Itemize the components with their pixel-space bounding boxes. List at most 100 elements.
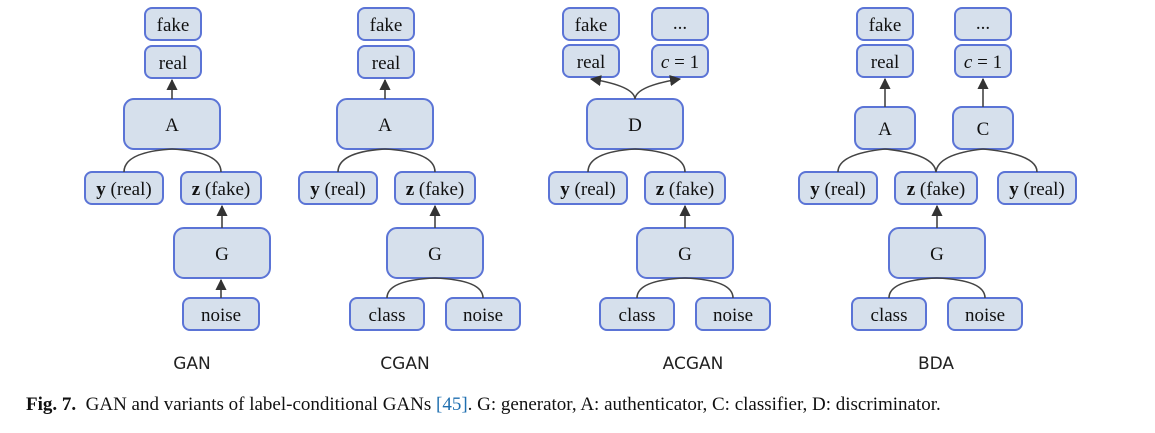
bda-title: BDA	[918, 354, 954, 374]
citation-link[interactable]: [45]	[436, 394, 468, 415]
bda-real-node: real	[856, 44, 914, 78]
bda-class-node: class	[851, 297, 927, 331]
cgan-arc-z-to-a	[384, 148, 436, 173]
gan-arc-y-to-a	[123, 148, 173, 173]
bda-arc-class-to-g	[888, 277, 938, 299]
acgan-dots-node: ...	[651, 7, 709, 41]
svg-text:noise: noise	[965, 305, 1005, 326]
bda-y-real-left-node: y (real)	[798, 171, 878, 205]
cgan-arc-class-to-g	[386, 277, 436, 299]
gan-diagram: fake real A y (real) z (fake) G noise	[84, 7, 271, 374]
cgan-arc-noise-to-g	[434, 277, 484, 299]
bda-arc-noise-to-g	[936, 277, 986, 299]
acgan-z-fake-node: z (fake)	[644, 171, 726, 205]
svg-text:noise: noise	[713, 305, 753, 326]
svg-text:y (real): y (real)	[560, 179, 615, 200]
bda-c-equals-1-node: c = 1	[954, 44, 1012, 78]
gan-arc-z-to-a	[171, 148, 222, 173]
bda-arc-y-to-a	[837, 148, 886, 173]
bda-arc-z-to-c	[935, 148, 984, 173]
bda-y-real-right-node: y (real)	[997, 171, 1077, 205]
acgan-fake-node: fake	[562, 7, 620, 41]
svg-text:C: C	[977, 119, 990, 140]
gan-authenticator-node: A	[123, 98, 221, 150]
gan-y-real-node: y (real)	[84, 171, 164, 205]
svg-text:y (real): y (real)	[810, 179, 865, 200]
bda-arc-z-to-a	[884, 148, 937, 173]
svg-text:noise: noise	[201, 305, 241, 326]
acgan-arc-noise-to-g	[684, 277, 734, 299]
acgan-y-real-node: y (real)	[548, 171, 628, 205]
svg-text:z (fake): z (fake)	[192, 179, 251, 200]
figure-number: Fig. 7.	[26, 394, 77, 415]
cgan-y-real-node: y (real)	[298, 171, 378, 205]
acgan-noise-node: noise	[695, 297, 771, 331]
bda-authenticator-node: A	[854, 106, 916, 150]
gan-real-node: real	[144, 45, 202, 79]
bda-arc-y-to-c	[982, 148, 1038, 173]
svg-text:...: ...	[976, 13, 990, 34]
svg-text:y (real): y (real)	[310, 179, 365, 200]
svg-text:real: real	[372, 53, 400, 74]
bda-z-fake-node: z (fake)	[894, 171, 978, 205]
acgan-arc-d-to-c	[634, 75, 682, 100]
svg-text:fake: fake	[869, 15, 902, 36]
svg-text:G: G	[930, 244, 944, 265]
caption-text-start: GAN and variants of label-conditional GA…	[85, 394, 436, 415]
cgan-title: CGAN	[380, 354, 429, 374]
bda-diagram: fake ... real c = 1 A C y (real) z (fak	[798, 7, 1077, 374]
acgan-real-node: real	[562, 44, 620, 78]
bda-generator-node: G	[888, 227, 986, 279]
svg-text:G: G	[428, 244, 442, 265]
acgan-title: ACGAN	[663, 354, 724, 374]
svg-text:z (fake): z (fake)	[406, 179, 465, 200]
svg-text:fake: fake	[575, 15, 608, 36]
cgan-class-node: class	[349, 297, 425, 331]
acgan-arc-y-to-d	[587, 148, 636, 173]
figure-caption: Fig. 7. GAN and variants of label-condit…	[26, 394, 1136, 416]
svg-text:class: class	[369, 305, 406, 326]
svg-text:c = 1: c = 1	[964, 52, 1002, 73]
cgan-arc-y-to-a	[337, 148, 386, 173]
svg-text:class: class	[871, 305, 908, 326]
gan-fake-node: fake	[144, 7, 202, 41]
acgan-arc-d-to-real	[589, 75, 636, 100]
cgan-fake-node: fake	[357, 7, 415, 41]
bda-dots-node: ...	[954, 7, 1012, 41]
svg-text:z (fake): z (fake)	[907, 179, 966, 200]
acgan-diagram: fake ... real c = 1 D y (real) z (fake)	[548, 7, 771, 374]
cgan-z-fake-node: z (fake)	[394, 171, 476, 205]
svg-text:z (fake): z (fake)	[656, 179, 715, 200]
cgan-noise-node: noise	[445, 297, 521, 331]
svg-text:A: A	[165, 115, 179, 136]
gan-z-fake-node: z (fake)	[180, 171, 262, 205]
svg-text:y (real): y (real)	[1009, 179, 1064, 200]
svg-text:G: G	[215, 244, 229, 265]
svg-text:real: real	[577, 52, 605, 73]
acgan-class-node: class	[599, 297, 675, 331]
acgan-discriminator-node: D	[586, 98, 684, 150]
svg-text:A: A	[878, 119, 892, 140]
cgan-diagram: fake real A y (real) z (fake) G class n	[298, 7, 521, 374]
svg-text:c = 1: c = 1	[661, 52, 699, 73]
bda-noise-node: noise	[947, 297, 1023, 331]
svg-text:G: G	[678, 244, 692, 265]
svg-text:class: class	[619, 305, 656, 326]
svg-text:D: D	[628, 115, 642, 136]
gan-variants-diagram: fake real A y (real) z (fake) G noise	[84, 7, 1077, 374]
svg-text:fake: fake	[370, 15, 403, 36]
svg-text:...: ...	[673, 13, 687, 34]
bda-classifier-node: C	[952, 106, 1014, 150]
svg-text:real: real	[871, 52, 899, 73]
gan-noise-node: noise	[182, 297, 260, 331]
cgan-authenticator-node: A	[336, 98, 434, 150]
gan-title: GAN	[173, 354, 211, 374]
cgan-real-node: real	[357, 45, 415, 79]
acgan-generator-node: G	[636, 227, 734, 279]
gan-generator-node: G	[173, 227, 271, 279]
svg-text:A: A	[378, 115, 392, 136]
svg-text:real: real	[159, 53, 187, 74]
svg-text:y (real): y (real)	[96, 179, 151, 200]
acgan-arc-z-to-d	[634, 148, 686, 173]
caption-text-end: . G: generator, A: authenticator, C: cla…	[467, 394, 941, 415]
